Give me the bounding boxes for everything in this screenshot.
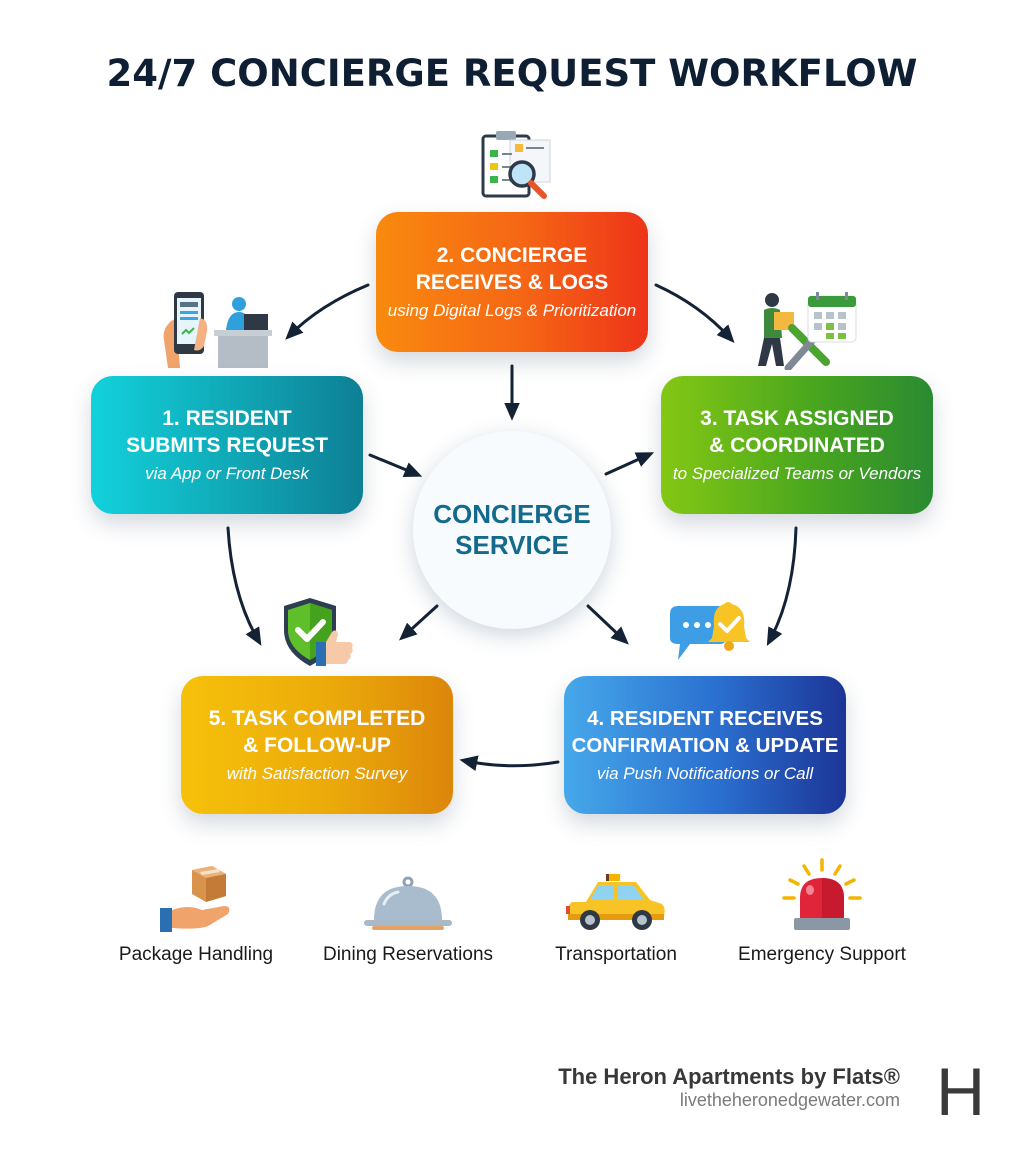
step-1-subtitle: via App or Front Desk [145,463,309,483]
arrow-hub-to-step5 [399,604,439,641]
service-emergency-support: Emergency Support [712,852,932,966]
arrow-hub-to-step4 [586,604,629,645]
cloche-icon [364,876,452,930]
step-5-subtitle: with Satisfaction Survey [226,763,408,783]
step-1-title-line1: 1. RESIDENT [162,406,292,430]
service-label: Transportation [555,944,677,965]
siren-icon [782,858,862,930]
service-label: Package Handling [118,944,274,965]
shield-thumbs-up-icon [284,598,353,666]
phone-and-front-desk-icon [163,292,272,368]
footer-brand-name: The Heron Apartments by Flats® [558,1064,900,1089]
step-4-title-line2: CONFIRMATION & UPDATE [571,733,839,757]
step-2-title-line2: RECEIVES & LOGS [415,270,609,294]
service-label: Emergency Support [738,944,906,965]
service-transportation: Transportation [506,852,726,966]
step-5-title-line1: 5. TASK COMPLETED [208,706,426,730]
concierge-service-hub: CONCIERGE SERVICE [413,431,611,629]
step-5-box: 5. TASK COMPLETED & FOLLOW-UP with Satis… [181,676,453,814]
arrow-step3-to-step4 [766,526,798,646]
step-4-subtitle: via Push Notifications or Call [596,763,814,783]
clipboard-magnifier-icon [481,131,551,199]
step-2-title-line1: 2. CONCIERGE [436,243,588,267]
arrow-step1-to-step5 [226,526,262,646]
page-title: 24/7 CONCIERGE REQUEST WORKFLOW [106,52,918,95]
arrow-step2-to-step1 [285,283,370,340]
step-2-subtitle: using Digital Logs & Prioritization [387,300,637,320]
step-1-box: 1. RESIDENT SUBMITS REQUEST via App or F… [91,376,363,514]
taxi-icon [566,874,665,930]
arrow-hub-to-step3 [604,452,655,476]
hub-line2: SERVICE [455,530,569,560]
service-label: Dining Reservations [322,944,494,965]
step-4-box: 4. RESIDENT RECEIVES CONFIRMATION & UPDA… [564,676,846,814]
package-hand-icon [160,866,230,932]
hub-line1: CONCIERGE [433,499,591,529]
chat-bell-icon [670,602,750,660]
arrow-step2-to-step3 [654,283,735,343]
step-3-subtitle: to Specialized Teams or Vendors [672,463,922,483]
footer-url: livetheheronedgewater.com [679,1090,900,1110]
arrow-step4-to-step5 [459,755,560,771]
service-package-handling: Package Handling [86,852,306,966]
worker-wrench-calendar-icon [758,292,857,370]
step-3-box: 3. TASK ASSIGNED & COORDINATED to Specia… [661,376,933,514]
step-3-title-line1: 3. TASK ASSIGNED [700,406,894,430]
arrow-step1-to-hub [368,453,423,477]
step-2-box: 2. CONCIERGE RECEIVES & LOGS using Digit… [376,212,648,352]
step-3-title-line2: & COORDINATED [709,433,885,457]
service-dining-reservations: Dining Reservations [298,852,518,966]
step-4-title-line1: 4. RESIDENT RECEIVES [587,706,823,730]
brand-logo: H [936,1054,986,1130]
step-1-title-line2: SUBMITS REQUEST [126,433,328,457]
step-5-title-line2: & FOLLOW-UP [243,733,391,757]
